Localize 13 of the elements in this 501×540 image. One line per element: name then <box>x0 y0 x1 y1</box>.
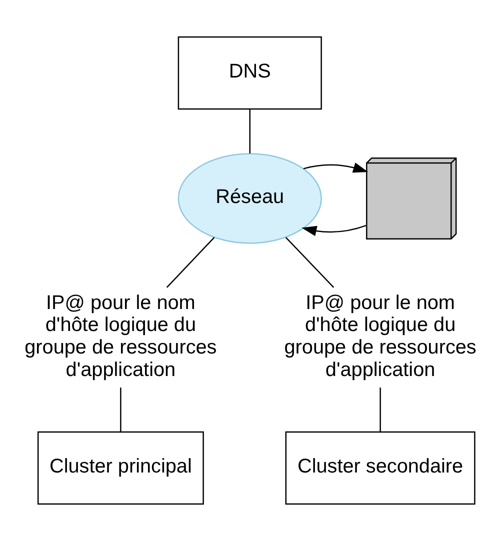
arrow <box>303 162 368 172</box>
node-ellipse: Réseau <box>178 152 322 244</box>
connector <box>285 236 334 288</box>
node-box: Cluster secondaire <box>285 430 476 504</box>
arrow <box>302 224 366 236</box>
connector <box>380 387 381 432</box>
node-text: IP@ pour le nom d'hôte logique du groupe de ressources d'application <box>284 291 476 380</box>
node-box: Cluster principal <box>37 430 204 504</box>
connector <box>120 387 122 432</box>
node-text: IP@ pour le nom d'hôte logique du groupe de ressources d'application <box>24 291 217 380</box>
connector <box>249 108 250 153</box>
connector <box>166 236 215 288</box>
node-box: DNS <box>178 36 322 110</box>
